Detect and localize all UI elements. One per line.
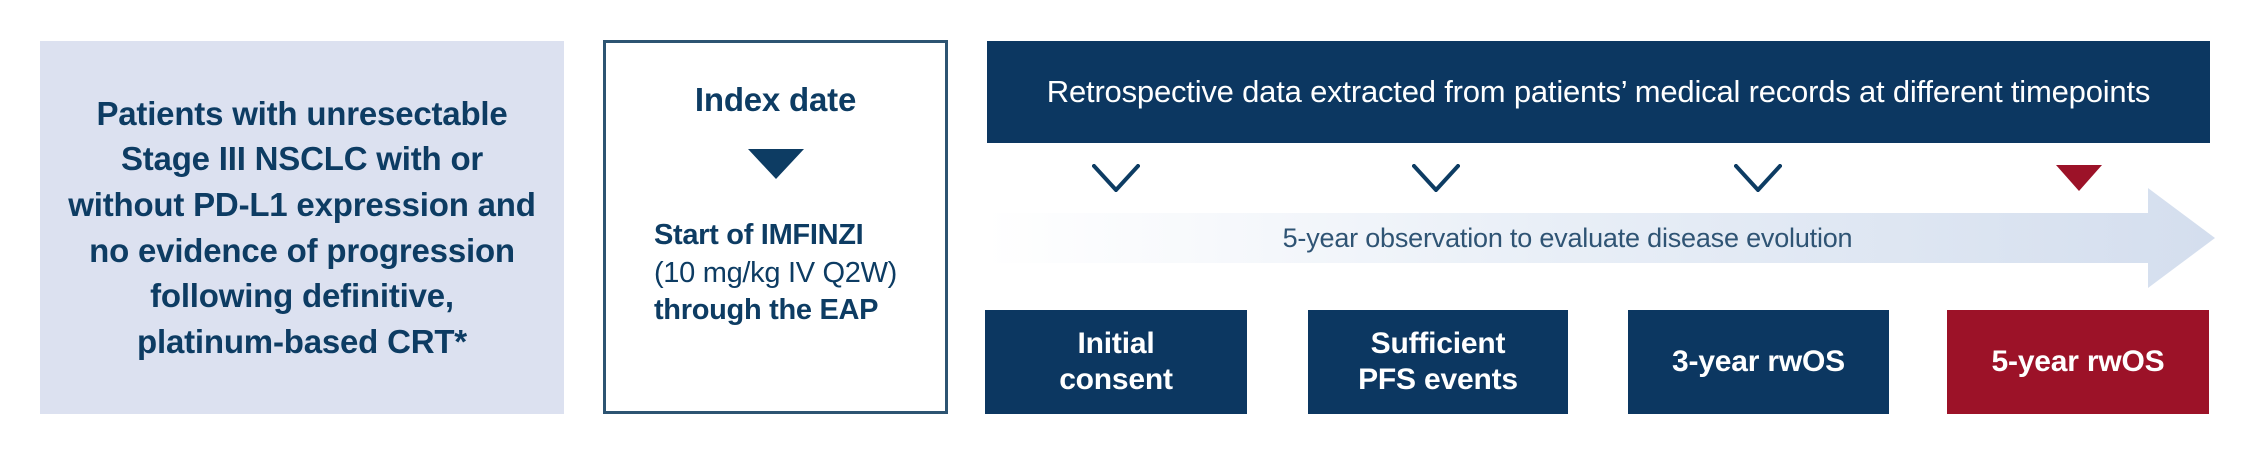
- index-detail-line-2: (10 mg/kg IV Q2W): [653, 256, 898, 289]
- timepoint-box-3-year-rwos[interactable]: 3-year rwOS: [1628, 310, 1889, 414]
- index-date-detail: Start of IMFINZI (10 mg/kg IV Q2W) throu…: [654, 217, 897, 330]
- caret-down-icon: [747, 149, 804, 179]
- chevron-down-icon: [1734, 164, 1782, 192]
- retrospective-data-header-text: Retrospective data extracted from patien…: [1046, 74, 2151, 109]
- chevron-down-icon: [1412, 164, 1460, 192]
- timepoint-box-sufficient-pfs-events[interactable]: Sufficient PFS events: [1308, 310, 1568, 414]
- timepoint-box-initial-consent[interactable]: Initial consent: [985, 310, 1247, 414]
- population-panel: Patients with unresectable Stage III NSC…: [40, 41, 564, 414]
- index-date-panel: Index date Start of IMFINZI (10 mg/kg IV…: [603, 40, 948, 414]
- retrospective-data-header: Retrospective data extracted from patien…: [987, 41, 2210, 143]
- index-date-title: Index date: [694, 81, 857, 118]
- timepoint-box-5-year-rwos[interactable]: 5-year rwOS: [1947, 310, 2209, 414]
- index-detail-line-3: through the EAP: [653, 294, 879, 327]
- right-arrow-icon: [985, 188, 2215, 288]
- population-criteria-text: Patients with unresectable Stage III NSC…: [68, 94, 536, 360]
- index-detail-line-1: Start of IMFINZI: [653, 219, 864, 251]
- triangle-down-icon: [2055, 164, 2103, 192]
- chevron-down-icon: [1092, 164, 1140, 192]
